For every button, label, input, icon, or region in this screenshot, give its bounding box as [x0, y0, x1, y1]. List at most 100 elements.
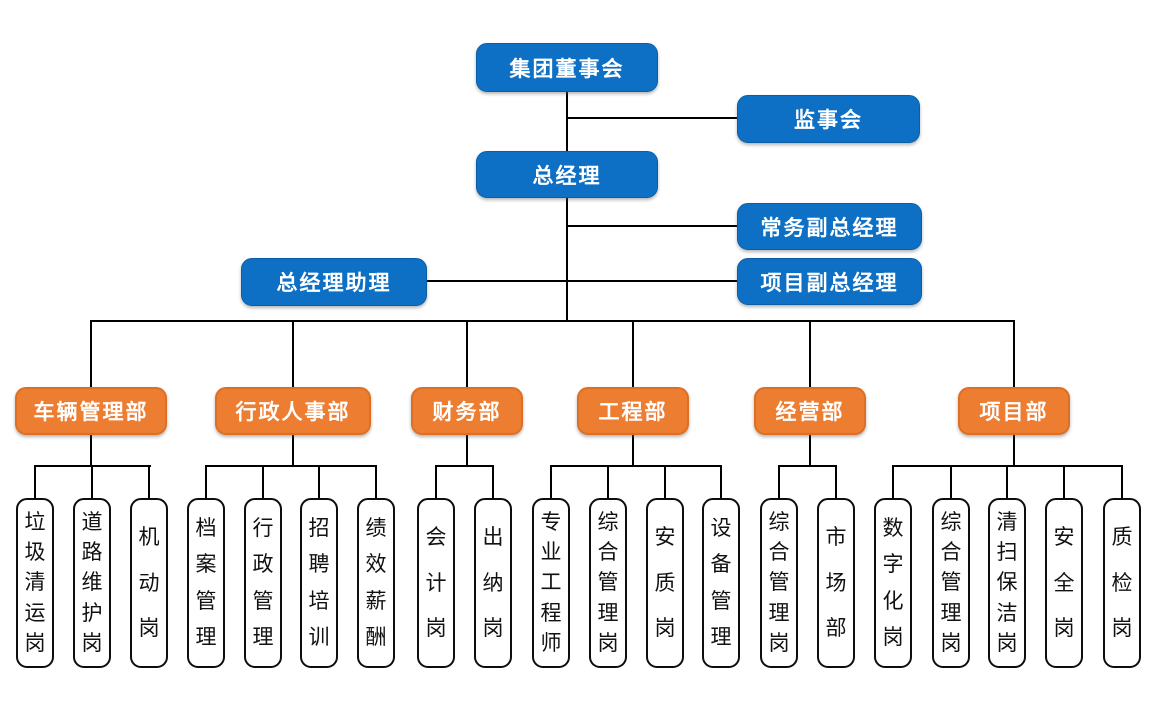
position-label: 安全岗 — [1053, 526, 1075, 640]
position-box: 综合管理岗 — [589, 498, 627, 668]
position-label: 道路维护岗 — [81, 511, 103, 655]
department-project: 项目部 — [958, 387, 1070, 435]
node-gm-assistant: 总经理助理 — [241, 258, 427, 306]
connector-line — [90, 435, 92, 466]
connector-line — [835, 466, 837, 499]
position-label: 出纳岗 — [482, 526, 504, 640]
position-box: 机动岗 — [130, 498, 168, 668]
node-board-label: 集团董事会 — [509, 57, 625, 81]
position-box: 档案管理 — [187, 498, 225, 668]
position-label: 机动岗 — [138, 526, 160, 640]
connector-line — [91, 466, 93, 499]
department-finance: 财务部 — [411, 387, 523, 435]
node-general-manager-label: 总经理 — [532, 164, 602, 188]
node-project-deputy-gm: 项目副总经理 — [737, 258, 922, 305]
position-box: 安全岗 — [1045, 498, 1083, 668]
connector-line — [1013, 321, 1015, 387]
position-box: 市场部 — [817, 498, 855, 668]
position-box: 安质岗 — [646, 498, 684, 668]
connector-line — [427, 280, 737, 282]
department-label: 车辆管理部 — [33, 401, 149, 424]
connector-line — [318, 466, 320, 499]
connector-line — [809, 435, 811, 466]
connector-line — [375, 466, 377, 499]
node-gm-assistant-label: 总经理助理 — [276, 272, 392, 295]
position-label: 设备管理 — [710, 517, 732, 649]
position-box: 清扫保洁岗 — [988, 498, 1026, 668]
position-box: 会计岗 — [417, 498, 455, 668]
department-label: 工程部 — [598, 401, 668, 424]
position-box: 设备管理 — [702, 498, 740, 668]
department-engineering: 工程部 — [577, 387, 689, 435]
connector-line — [34, 466, 36, 499]
position-box: 绩效薪酬 — [357, 498, 395, 668]
connector-line — [566, 225, 737, 227]
connector-line — [262, 466, 264, 499]
connector-line — [90, 321, 92, 387]
connector-line — [466, 321, 468, 387]
connector-line — [466, 435, 468, 466]
connector-line — [292, 435, 294, 466]
position-box: 出纳岗 — [474, 498, 512, 668]
position-label: 绩效薪酬 — [365, 517, 387, 649]
node-executive-deputy-gm: 常务副总经理 — [737, 203, 922, 250]
connector-line — [435, 465, 494, 467]
connector-line — [492, 466, 494, 499]
connector-line — [950, 466, 952, 499]
position-label: 档案管理 — [195, 517, 217, 649]
connector-line — [1006, 466, 1008, 499]
connector-line — [1121, 466, 1123, 499]
position-label: 综合管理岗 — [597, 511, 619, 655]
position-label: 垃圾清运岗 — [24, 511, 46, 655]
connector-line — [566, 92, 568, 321]
connector-line — [778, 466, 780, 499]
connector-line — [205, 466, 207, 499]
position-box: 行政管理 — [244, 498, 282, 668]
connector-line — [664, 466, 666, 499]
position-box: 数字化岗 — [874, 498, 912, 668]
position-label: 综合管理岗 — [940, 511, 962, 655]
position-box: 综合管理岗 — [932, 498, 970, 668]
node-board: 集团董事会 — [476, 43, 658, 92]
connector-line — [292, 321, 294, 387]
department-label: 经营部 — [775, 401, 845, 424]
connector-line — [566, 117, 737, 119]
connector-line — [550, 466, 552, 499]
position-box: 垃圾清运岗 — [16, 498, 54, 668]
department-label: 行政人事部 — [235, 401, 351, 424]
department-operations: 经营部 — [754, 387, 866, 435]
node-executive-deputy-gm-label: 常务副总经理 — [760, 216, 899, 240]
connector-line — [148, 466, 150, 499]
position-label: 清扫保洁岗 — [996, 511, 1018, 655]
connector-line — [1063, 466, 1065, 499]
position-box: 招聘培训 — [300, 498, 338, 668]
department-label: 项目部 — [979, 401, 1049, 424]
position-label: 专业工程师 — [540, 511, 562, 655]
connector-line — [720, 466, 722, 499]
connector-line — [1013, 435, 1015, 466]
connector-line — [809, 321, 811, 387]
department-admin-hr: 行政人事部 — [215, 387, 371, 435]
position-label: 安质岗 — [654, 526, 676, 640]
position-label: 会计岗 — [425, 526, 447, 640]
node-supervisory-board-label: 监事会 — [794, 109, 863, 132]
connector-line — [632, 435, 634, 466]
department-vehicle-management: 车辆管理部 — [15, 387, 167, 435]
connector-line — [205, 465, 377, 467]
position-box: 质检岗 — [1103, 498, 1141, 668]
node-general-manager: 总经理 — [476, 151, 658, 198]
connector-line — [90, 320, 1015, 322]
node-project-deputy-gm-label: 项目副总经理 — [760, 271, 899, 295]
connector-line — [778, 465, 837, 467]
position-label: 数字化岗 — [882, 517, 904, 649]
position-label: 行政管理 — [252, 517, 274, 649]
department-label: 财务部 — [432, 401, 502, 424]
position-label: 市场部 — [825, 526, 847, 640]
position-label: 招聘培训 — [308, 517, 330, 649]
node-supervisory-board: 监事会 — [737, 95, 920, 143]
connector-line — [632, 321, 634, 387]
connector-line — [892, 466, 894, 499]
position-box: 道路维护岗 — [73, 498, 111, 668]
connector-line — [435, 466, 437, 499]
